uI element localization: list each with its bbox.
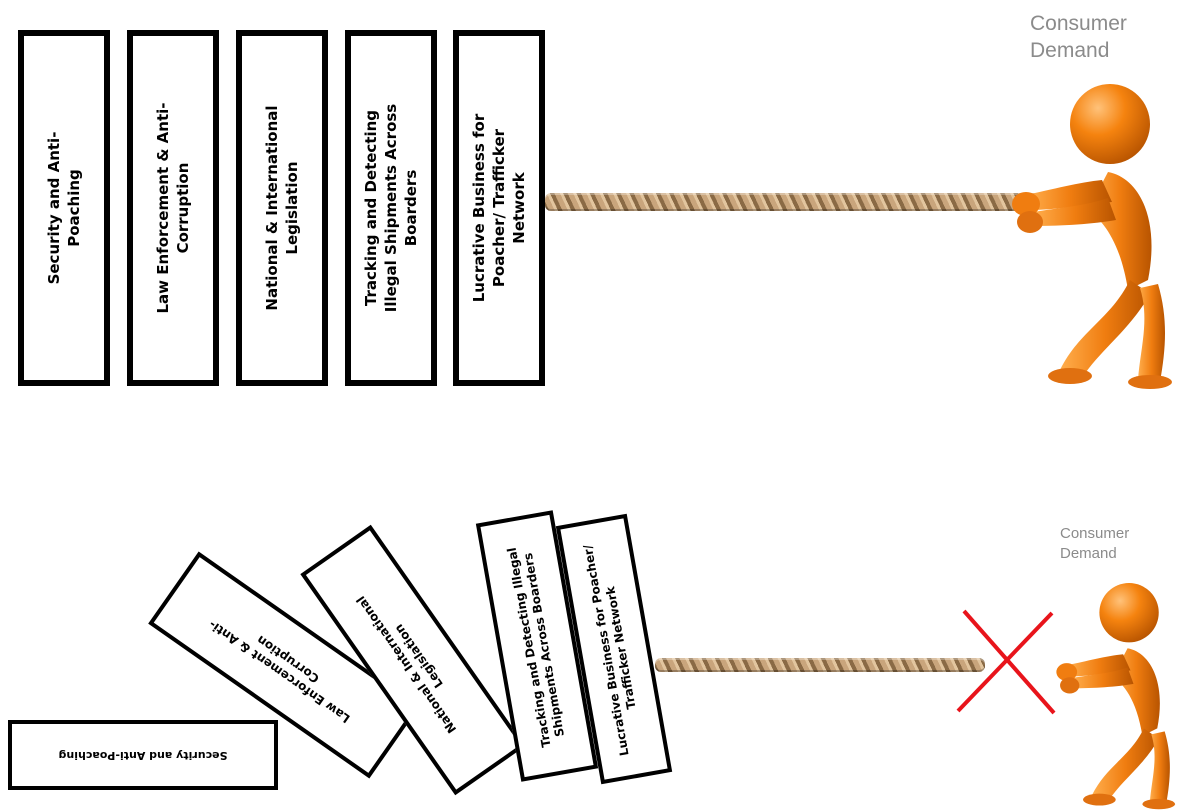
demand-line2: Demand: [1060, 544, 1117, 562]
red-x-icon: [956, 609, 1056, 715]
domino-label: Security and Anti-Poaching: [45, 131, 83, 285]
rope-icon: [655, 658, 985, 672]
rope-icon: [545, 193, 1040, 211]
domino-lucrative-business: Lucrative Business for Poacher/ Traffick…: [453, 30, 545, 386]
domino-label: Lucrative Business for Poacher/ Traffick…: [470, 113, 528, 303]
person-pulling-rope-icon: [1040, 580, 1184, 810]
demand-line2: Demand: [1030, 39, 1110, 63]
domino-security: Security and Anti-Poaching: [8, 720, 278, 790]
demand-line1: Consumer: [1060, 525, 1130, 542]
domino-law-enforcement: Law Enforcement & Anti-Corruption: [127, 30, 219, 386]
domino-label: National & International Legislation: [263, 105, 301, 311]
consumer-demand-label: Consumer Demand: [1060, 524, 1129, 563]
domino-label: Security and Anti-Poaching: [58, 749, 228, 762]
domino-label: Tracking and Detecting Illegal Shipments…: [504, 546, 567, 749]
domino-security: Security and Anti-Poaching: [18, 30, 110, 386]
demand-line1: Consumer: [1030, 12, 1127, 35]
domino-tracking: Tracking and Detecting Illegal Shipments…: [345, 30, 437, 386]
domino-label: Lucrative Business for Poacher/ Traffick…: [580, 543, 639, 758]
consumer-demand-label: Consumer Demand: [1030, 10, 1127, 65]
person-pulling-rope-icon: [990, 80, 1184, 390]
domino-legislation: National & International Legislation: [236, 30, 328, 386]
domino-label: Law Enforcement & Anti-Corruption: [154, 102, 192, 314]
domino-label: Tracking and Detecting Illegal Shipments…: [362, 103, 420, 313]
standing-dominoes-scene: Security and Anti-Poaching Law Enforceme…: [0, 0, 1184, 400]
fallen-dominoes-scene: Security and Anti-Poaching Law Enforceme…: [0, 400, 1184, 810]
